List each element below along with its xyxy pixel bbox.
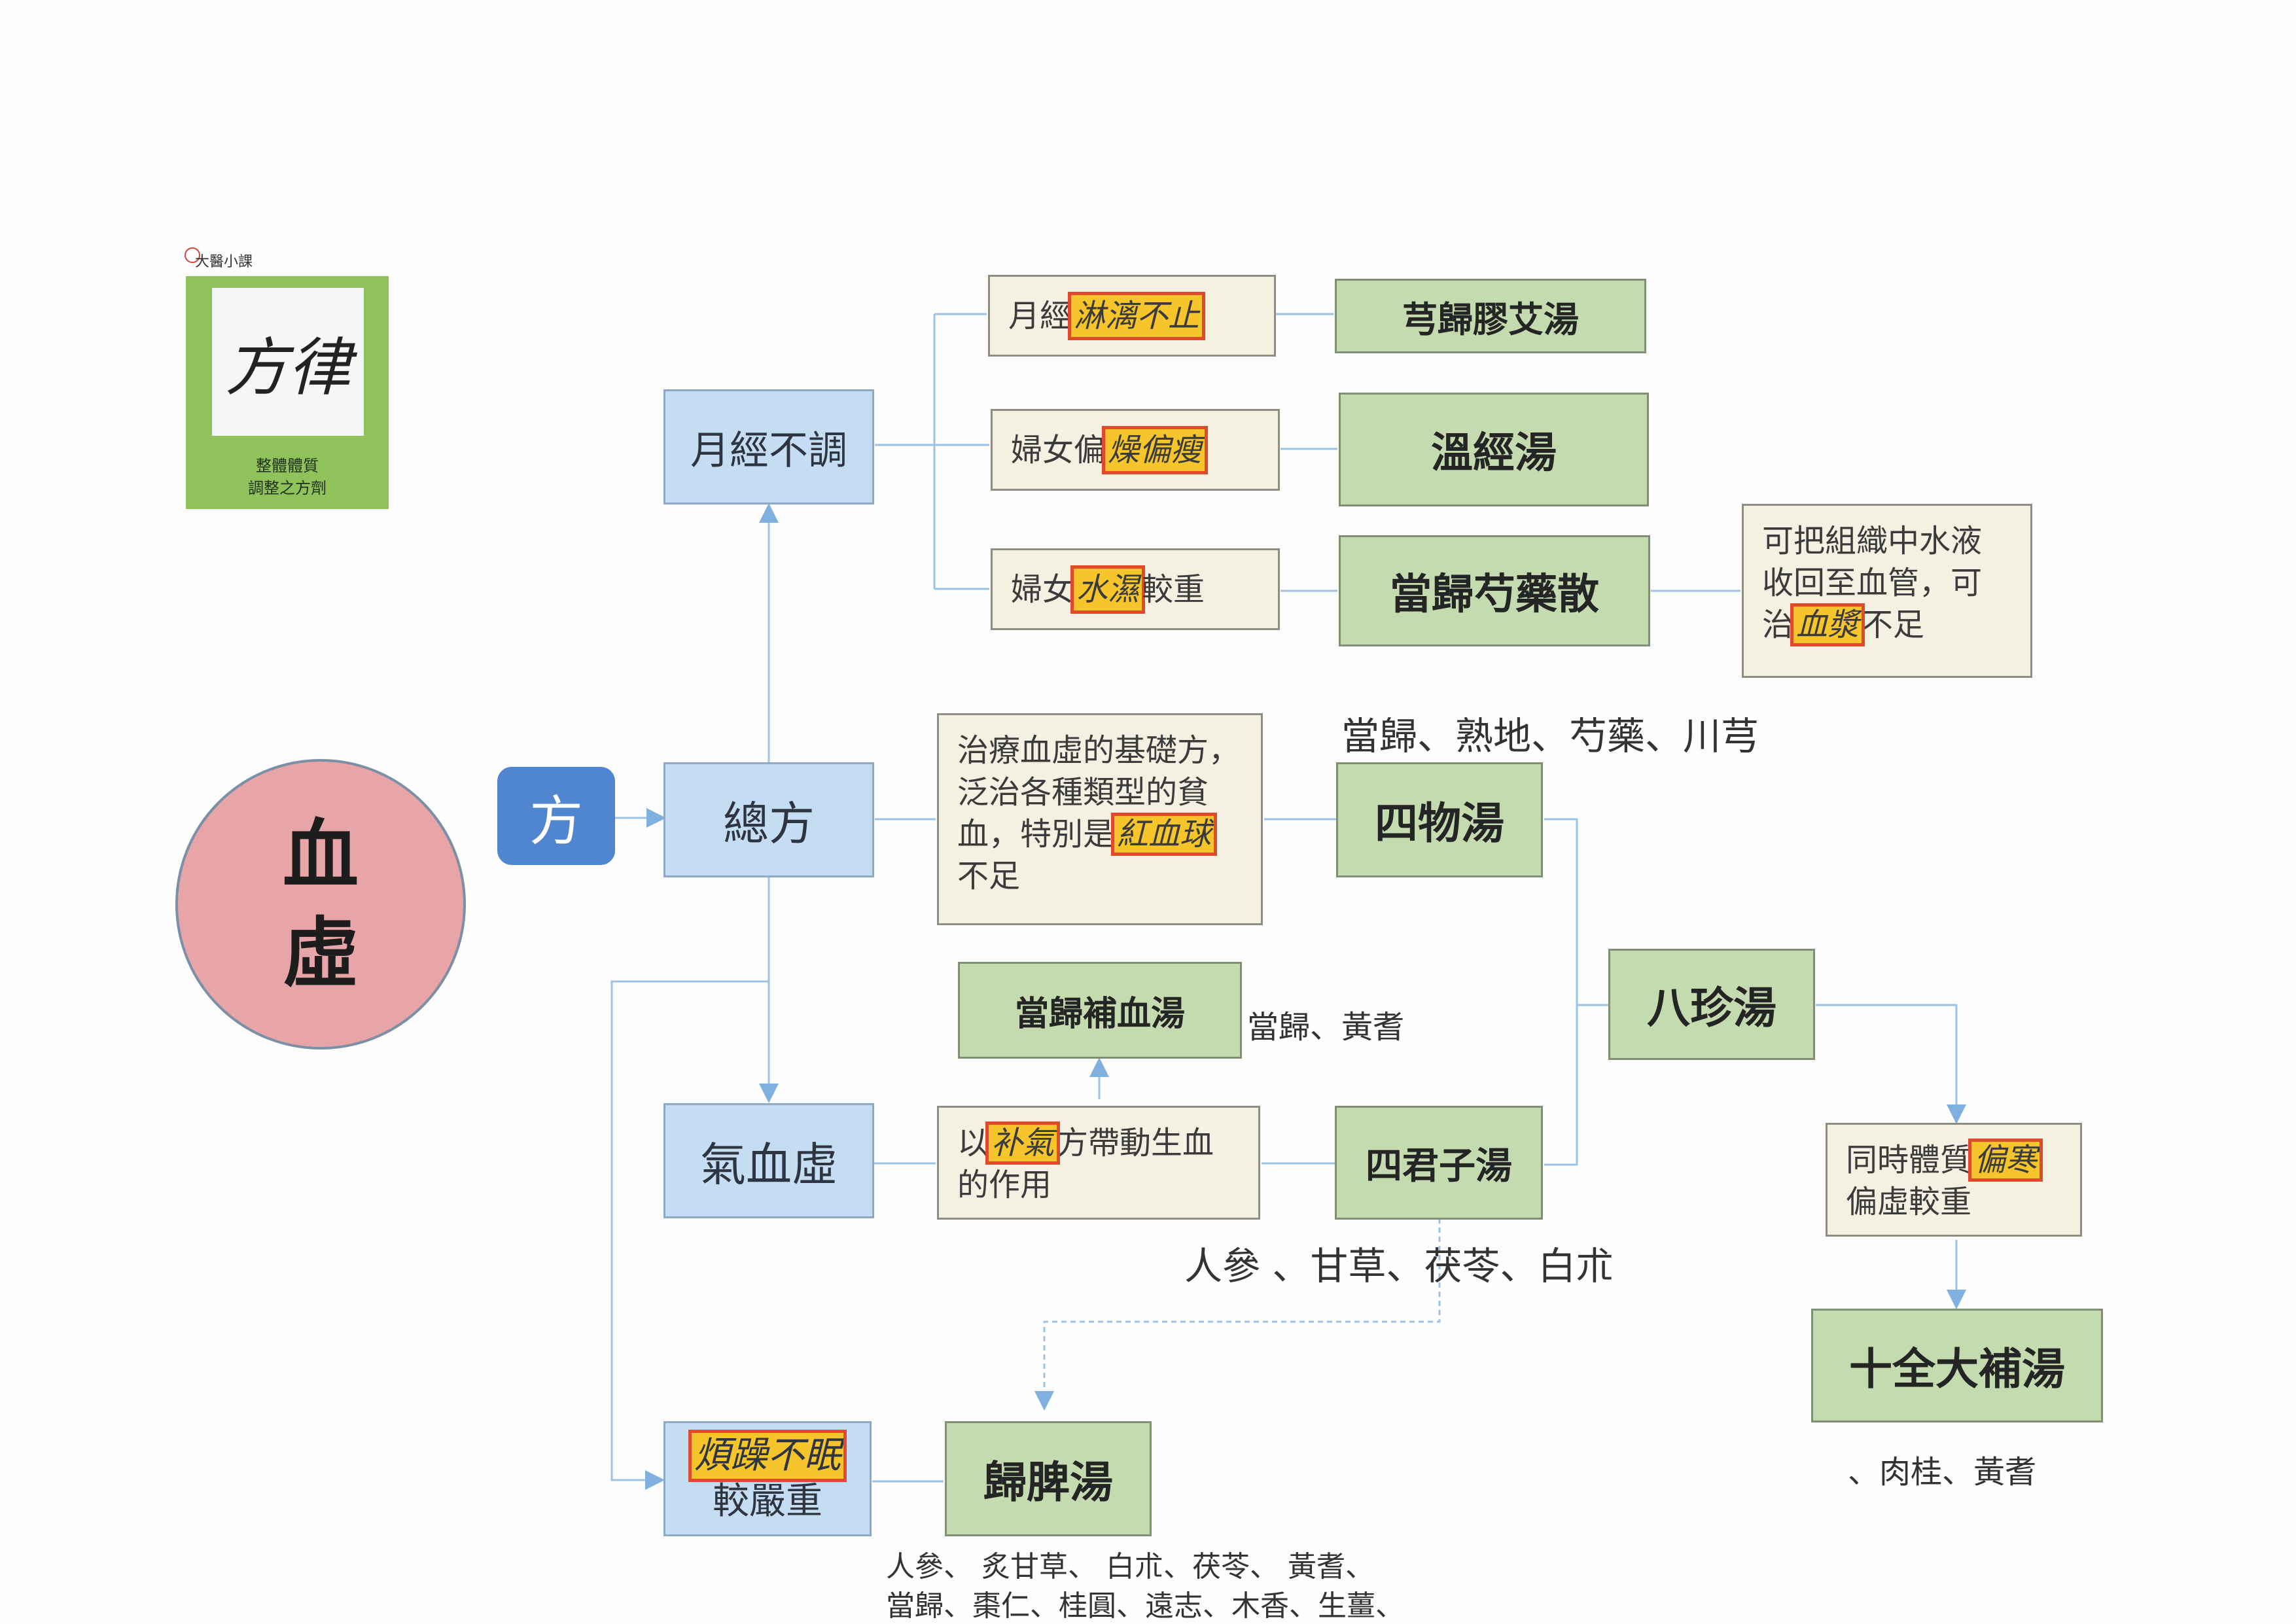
ingredients-si-wu: 當歸、熟地、芍藥、川芎 — [1341, 714, 1759, 758]
method-badge[interactable]: 方 — [497, 767, 615, 865]
note-dry-thin: 婦女偏燥偏瘦 — [991, 409, 1280, 491]
note-highlight: 淋漓不止 — [1068, 291, 1206, 340]
note-highlight: 水濕 — [1070, 565, 1146, 614]
note-cold-deficiency: 同時體質偏寒 偏虛較重 — [1826, 1123, 2082, 1237]
note-plasma: 可把組織中水液 收回至血管，可 治血漿不足 — [1742, 504, 2032, 678]
note-highlight: 血漿 — [1790, 603, 1865, 646]
note-line: 以补氣方帶動生血 — [957, 1121, 1214, 1165]
note-text: 月經 — [1008, 297, 1072, 334]
note-line: 同時體質偏寒 — [1846, 1139, 2043, 1182]
calligraphy-panel: 方律 — [212, 288, 364, 436]
formula-xiong-gui-jiao-ai[interactable]: 芎歸膠艾湯 — [1335, 279, 1646, 353]
formula-wen-jing[interactable]: 溫經湯 — [1339, 393, 1649, 506]
note-menstrual-dripping: 月經淋漓不止 — [988, 275, 1276, 357]
ingredients-si-jun-zi: 人參 、甘草、茯苓、白朮 — [1184, 1244, 1614, 1288]
ingredients-gui-pi-line1: 人參、 炙甘草、 白朮、茯苓、 黃耆、 — [886, 1550, 1374, 1583]
ingredients-shi-quan: 、肉桂、黃耆 — [1848, 1454, 2037, 1491]
note-line: 收回至血管，可 — [1762, 565, 1983, 601]
logo-header: 大醫小課 — [195, 254, 253, 270]
formula-ba-zhen[interactable]: 八珍湯 — [1608, 949, 1815, 1060]
note-text: 方帶動生血 — [1057, 1125, 1214, 1161]
note-highlight: 燥偏瘦 — [1102, 425, 1209, 474]
category-qi-blood[interactable]: 氣血虛 — [663, 1103, 874, 1218]
main-topic-line2: 虛 — [283, 909, 359, 998]
note-line: 不足 — [957, 858, 1021, 894]
main-topic-circle[interactable]: 血 虛 — [175, 759, 466, 1050]
ingredients-gui-pi-line2: 當歸、棗仁、桂圓、遠志、木香、生薑、 — [886, 1589, 1404, 1623]
note-text: 以 — [957, 1125, 989, 1161]
main-topic-line1: 血 — [283, 811, 359, 900]
note-highlight: 偏寒 — [1968, 1139, 2043, 1182]
logo-caption-2: 調整之方劑 — [248, 479, 327, 497]
formula-gui-pi[interactable]: 歸脾湯 — [945, 1421, 1152, 1536]
note-text: 不足 — [1862, 607, 1925, 643]
formula-dang-gui-shao-yao[interactable]: 當歸芍藥散 — [1339, 535, 1650, 646]
note-text: 婦女偏 — [1011, 431, 1106, 468]
insomnia-highlight: 煩躁不眠 — [688, 1430, 847, 1482]
formula-shi-quan-da-bu[interactable]: 十全大補湯 — [1811, 1309, 2103, 1422]
note-dampness: 婦女水濕較重 — [991, 548, 1280, 630]
note-text: 婦女 — [1011, 571, 1074, 608]
note-line: 偏虛較重 — [1846, 1184, 1972, 1220]
note-text: 同時體質 — [1846, 1142, 1972, 1178]
note-line: 可把組織中水液 — [1762, 523, 1983, 559]
logo-caption-1: 整體體質 — [256, 457, 319, 475]
formula-si-jun-zi[interactable]: 四君子湯 — [1335, 1106, 1543, 1220]
note-qi-drive: 以补氣方帶動生血 的作用 — [937, 1106, 1260, 1220]
logo: 方律 整體體質 調整之方劑 — [186, 276, 389, 509]
note-line: 治療血虛的基礎方， — [957, 732, 1241, 769]
note-text: 較重 — [1142, 571, 1205, 608]
note-line: 治血漿不足 — [1762, 603, 1925, 646]
note-text: 血，特別是 — [957, 816, 1115, 853]
note-line: 泛治各種類型的貧 — [957, 774, 1209, 811]
note-base-formula: 治療血虛的基礎方， 泛治各種類型的貧 血，特別是紅血球 不足 — [937, 713, 1263, 925]
category-general[interactable]: 總方 — [663, 762, 874, 877]
formula-dang-gui-bu-xue[interactable]: 當歸補血湯 — [958, 962, 1242, 1059]
insomnia-rest: 較嚴重 — [713, 1480, 822, 1523]
seal-icon — [185, 247, 200, 263]
calligraphy-text: 方律 — [225, 330, 351, 404]
category-insomnia[interactable]: 煩躁不眠 較嚴重 — [663, 1421, 872, 1536]
formula-si-wu[interactable]: 四物湯 — [1336, 762, 1543, 877]
note-line: 血，特別是紅血球 — [957, 813, 1218, 856]
note-highlight: 紅血球 — [1111, 813, 1218, 856]
note-text: 治 — [1762, 607, 1794, 643]
note-line: 的作用 — [957, 1167, 1052, 1203]
ingredients-dang-gui-bu-xue: 當歸、黃耆 — [1247, 1009, 1405, 1046]
category-menstrual[interactable]: 月經不調 — [663, 389, 874, 504]
note-highlight: 补氣 — [985, 1121, 1061, 1165]
